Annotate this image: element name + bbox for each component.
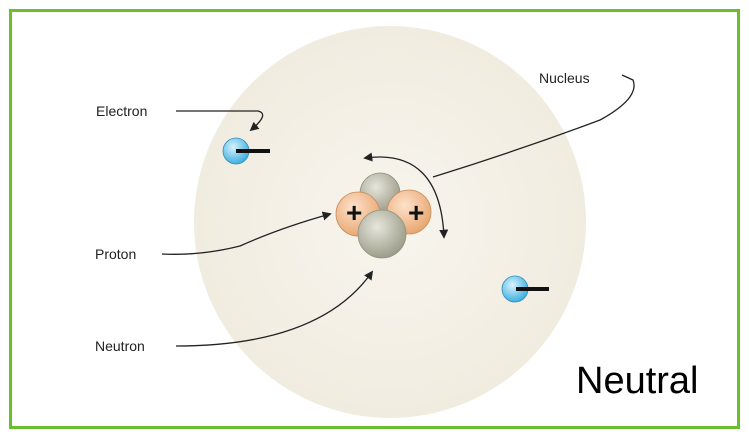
neutron-bottom	[358, 210, 406, 258]
neutron-label: Neutron	[95, 338, 145, 354]
charge-state-label: Neutral	[576, 360, 699, 403]
proton-label: Proton	[95, 246, 136, 262]
nucleus-label: Nucleus	[539, 70, 590, 86]
proton-charge-right: +	[408, 197, 424, 228]
electron-label: Electron	[96, 103, 147, 119]
proton-charge-left: +	[346, 197, 362, 228]
